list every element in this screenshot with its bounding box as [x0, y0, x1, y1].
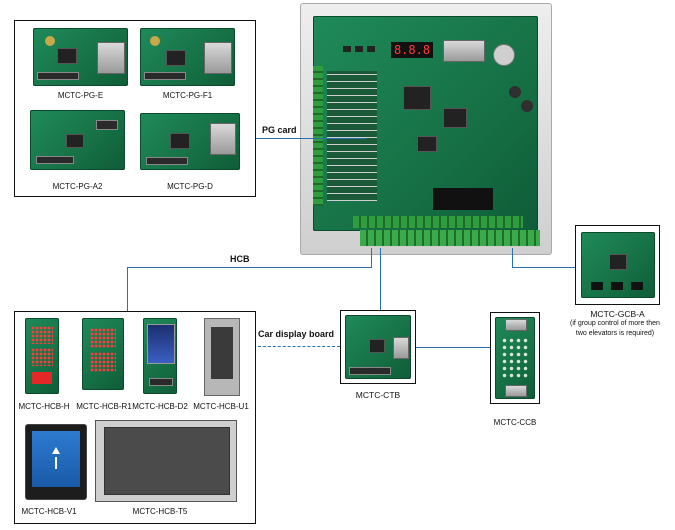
- hcb-line-vertical-hcb: [127, 267, 128, 311]
- hcb-v1-image: [25, 424, 87, 500]
- gcb-note-line2: two elevators is required): [575, 330, 655, 337]
- relay-bank: [433, 188, 493, 210]
- hcb-line-horizontal: [127, 267, 372, 268]
- hcb-connection-label: HCB: [230, 254, 250, 264]
- pg-card-f1-label: MCTC-PG-F1: [162, 91, 213, 100]
- hcb-t5-label: MCTC-HCB-T5: [132, 507, 188, 516]
- ctb-line-vertical: [380, 248, 381, 310]
- hcb-v1-label: MCTC-HCB-V1: [21, 507, 77, 516]
- ctb-label: MCTC-CTB: [355, 390, 401, 400]
- ctb-ccb-line: [416, 347, 490, 348]
- pg-card-line: [256, 138, 366, 139]
- pg-card-e-image: [33, 28, 128, 86]
- pg-card-d-image: [140, 113, 240, 170]
- pg-card-f1-image: [140, 28, 235, 86]
- gcb-line-vertical: [512, 248, 513, 268]
- left-terminal-strip: [313, 66, 323, 206]
- hcb-h-label: MCTC-HCB-H: [18, 402, 70, 411]
- car-display-dashed-line: [258, 346, 340, 347]
- hcb-u1-image: [204, 318, 240, 396]
- hcb-d2-label: MCTC-HCB-D2: [132, 402, 188, 411]
- seven-segment-display: 8.8.8: [391, 42, 433, 58]
- gcb-note-line1: (if group control of more then: [570, 320, 660, 327]
- hcb-d2-image: [143, 318, 177, 394]
- gcb-line-horizontal: [512, 267, 575, 268]
- pg-card-d-label: MCTC-PG-D: [167, 182, 213, 191]
- bottom-terminal-strip: [353, 216, 523, 228]
- main-control-board-image: 8.8.8: [313, 16, 538, 231]
- main-board-bottom-connectors: [360, 230, 540, 246]
- pg-card-connection-label: PG card: [262, 125, 297, 135]
- hcb-t5-image: [95, 420, 237, 502]
- battery-icon: [493, 44, 515, 66]
- ctb-image: [345, 315, 411, 379]
- hcb-line-vertical-main: [371, 248, 372, 268]
- db-connector: [443, 40, 485, 62]
- car-display-board-label: Car display board: [258, 329, 335, 339]
- hcb-u1-label: MCTC-HCB-U1: [193, 402, 249, 411]
- pg-card-a2-image: [30, 110, 125, 170]
- gcb-a-image: [581, 232, 655, 298]
- hcb-h-image: [25, 318, 59, 394]
- ccb-image: [495, 317, 535, 399]
- hcb-r1-label: MCTC-HCB-R1: [76, 402, 132, 411]
- gcb-a-label: MCTC-GCB-A: [590, 309, 645, 319]
- pg-card-e-label: MCTC-PG-E: [57, 91, 104, 100]
- pg-card-a2-label: MCTC-PG-A2: [52, 182, 103, 191]
- display-readout: 8.8.8: [393, 43, 431, 57]
- hcb-r1-image: [82, 318, 124, 390]
- ccb-label: MCTC-CCB: [493, 418, 537, 427]
